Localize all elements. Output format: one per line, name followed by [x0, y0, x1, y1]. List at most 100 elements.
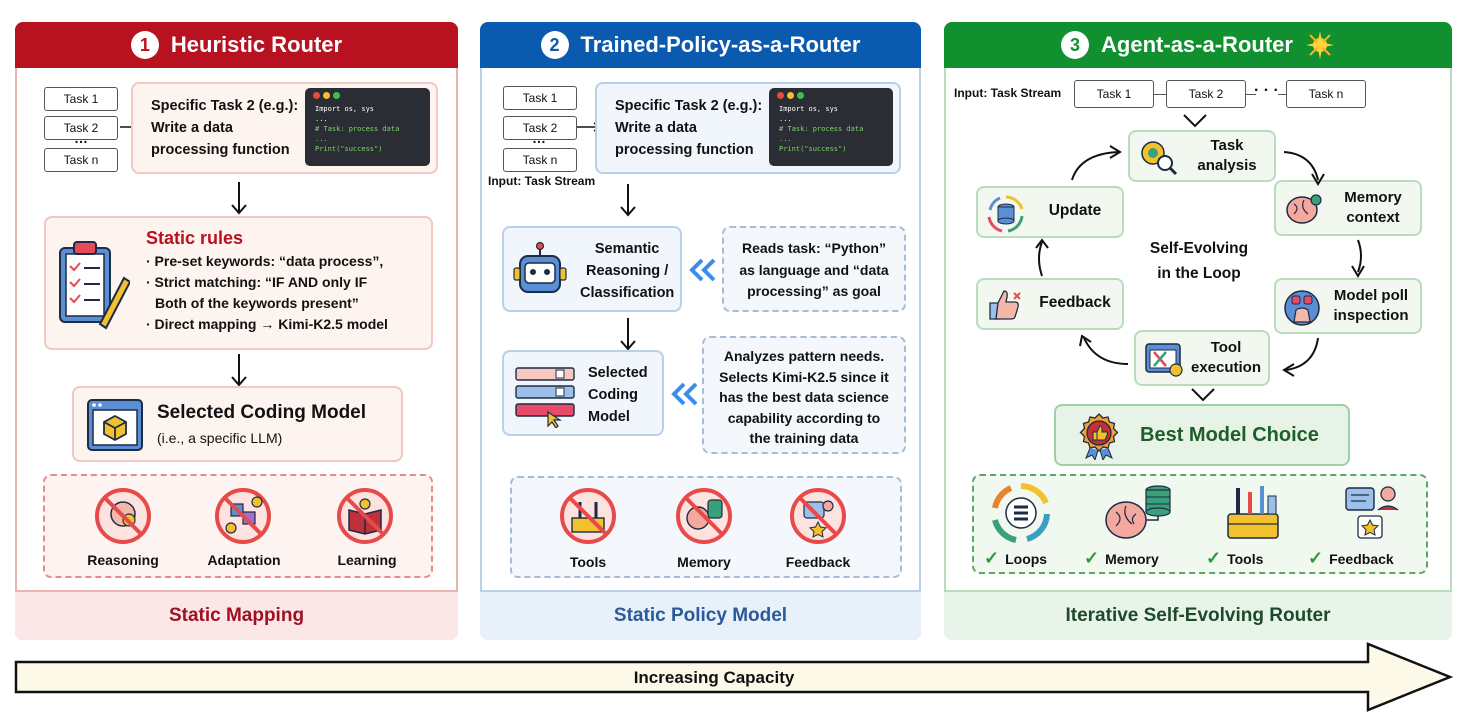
cycle-arrow-icon	[1351, 239, 1365, 278]
database-refresh-icon	[987, 195, 1024, 233]
task-box-line: Specific Task 2 (e.g.):	[151, 98, 299, 114]
task-1: Task 1	[503, 86, 577, 110]
analysis-magnifier-icon	[1141, 141, 1178, 176]
check-icon: ✓	[984, 548, 1000, 568]
robot-icon	[513, 242, 567, 293]
down-arrow-icon	[620, 184, 636, 217]
feature-label: Tools	[1227, 551, 1264, 567]
model-poll-icon	[1284, 290, 1320, 326]
selected-line: Selected	[588, 365, 648, 381]
rule-line: · Pre-set keywords: “data process”,	[146, 253, 384, 269]
semantic-reasoning-box: Semantic Reasoning / Classification	[502, 226, 682, 312]
rule-line: Both of the keywords present”	[155, 295, 359, 311]
task-box-line: processing function	[151, 142, 290, 158]
node-line: Task	[1210, 137, 1244, 154]
feature-label: Feedback	[1329, 551, 1394, 567]
loops-icon	[992, 483, 1050, 543]
task-box-line: Specific Task 2 (e.g.):	[615, 98, 763, 114]
analyzes-line: Selects Kimi-K2.5 since it	[719, 368, 889, 385]
input-label: Input: Task Stream	[488, 174, 596, 188]
semantic-line: Semantic	[594, 241, 660, 257]
capability-label: Learning	[337, 552, 397, 568]
code-line: ...	[779, 135, 792, 143]
cycle-arrow-icon	[1079, 334, 1129, 365]
capability-label: Feedback	[785, 554, 851, 570]
panel-title: Heuristic Router	[170, 32, 343, 57]
sparkle-icon	[1305, 31, 1334, 59]
check-icon: ✓	[1084, 548, 1100, 568]
best-model-choice-box: Best Model Choice	[1054, 404, 1350, 466]
task-2: Task 2	[503, 116, 577, 140]
task-box-line: Write a data	[151, 120, 233, 136]
panel-header: 2 Trained-Policy-as-a-Router	[480, 22, 921, 68]
medal-thumbs-up-icon	[1079, 413, 1119, 460]
task-2: Task 2	[44, 116, 118, 140]
analyzes-line: Analyzes pattern needs.	[723, 348, 885, 364]
capability-label: Memory	[677, 554, 731, 570]
code-line: Print("success")	[315, 145, 383, 153]
chevron-down-icon	[1191, 388, 1215, 402]
feature-item: ✓ Feedback	[1308, 548, 1394, 569]
cycle-arrow-icon	[1071, 145, 1122, 181]
cycle-arrow-icon	[1282, 337, 1319, 377]
selected-model-subtitle: (i.e., a specific LLM)	[157, 430, 283, 446]
task-1: Task 1	[1074, 80, 1154, 108]
selection-list-icon	[515, 367, 575, 428]
node-line: Update	[1048, 202, 1102, 219]
browser-cube-icon	[87, 399, 143, 451]
code-line: ...	[315, 115, 328, 123]
reads-task-box: Reads task: “Python” as language and “da…	[722, 226, 906, 312]
check-icon: ✓	[1308, 548, 1324, 568]
analyzes-line: capability according to	[727, 409, 881, 426]
code-line: # Task: process data	[779, 125, 864, 133]
task-dots: …	[74, 130, 89, 146]
panel-agent-router: 3 Agent-as-a-Router Input: Task Stream T…	[944, 22, 1452, 640]
task-n: Task n	[1286, 80, 1366, 108]
specific-task-box: Specific Task 2 (e.g.): Write a data pro…	[595, 82, 901, 174]
semantic-line: Classification	[580, 285, 675, 301]
capability-label: Reasoning	[87, 552, 159, 568]
cycle-arrow-icon	[1283, 151, 1325, 186]
task-n: Task n	[44, 148, 118, 172]
node-line: Model poll	[1333, 287, 1409, 304]
brain-database-icon	[1105, 485, 1171, 539]
task-dots: …	[532, 130, 547, 146]
code-snippet: Import os, sys ... # Task: process data …	[305, 88, 430, 166]
reads-line: processing” as goal	[747, 283, 881, 299]
selected-coding-model-box: Selected Coding Model (i.e., a specific …	[72, 386, 403, 462]
task-box-line: processing function	[615, 142, 754, 158]
double-chevron-left-icon	[689, 258, 716, 282]
code-line: Print("success")	[779, 145, 847, 153]
task-dots: · · ·	[1254, 82, 1279, 99]
rules-title: Static rules	[146, 228, 244, 248]
reads-line: as language and “data	[739, 261, 889, 278]
selected-model-title: Selected Coding Model	[157, 402, 367, 423]
update-node: Update	[976, 186, 1124, 238]
panel-header: 3 Agent-as-a-Router	[944, 22, 1452, 68]
task-n: Task n	[503, 148, 577, 172]
node-line: analysis	[1197, 157, 1257, 174]
analyzes-line: has the best data science	[719, 389, 889, 405]
missing-capabilities-box: Tools Memory Feedback	[510, 476, 902, 578]
panel-number: 2	[540, 31, 569, 59]
panel-trained-policy-router: 2 Trained-Policy-as-a-Router Task 1 Task…	[480, 22, 921, 640]
loop-center-line: Self-Evolving	[1149, 240, 1249, 257]
memory-prohibited-icon	[676, 488, 732, 544]
panel-title: Agent-as-a-Router	[1101, 32, 1293, 57]
selected-coding-model-box: Selected Coding Model	[502, 350, 664, 436]
feature-label: Loops	[1005, 551, 1048, 567]
capability-label: Adaptation	[207, 552, 281, 568]
model-poll-node: Model poll inspection	[1274, 278, 1422, 334]
feature-item: ✓ Loops	[984, 548, 1047, 569]
clipboard-icon	[59, 241, 130, 330]
panel-footer: Static Mapping	[15, 590, 458, 640]
code-line: ...	[315, 135, 328, 143]
panel-number: 3	[1061, 31, 1090, 59]
capability-label: Tools	[569, 554, 607, 570]
task-analysis-node: Task analysis	[1128, 130, 1276, 182]
best-model-title: Best Model Choice	[1140, 424, 1319, 446]
brain-gears-prohibited-icon	[95, 488, 151, 544]
feedback-prohibited-icon	[790, 488, 846, 544]
input-label: Input: Task Stream	[954, 86, 1062, 100]
node-line: inspection	[1333, 307, 1409, 324]
